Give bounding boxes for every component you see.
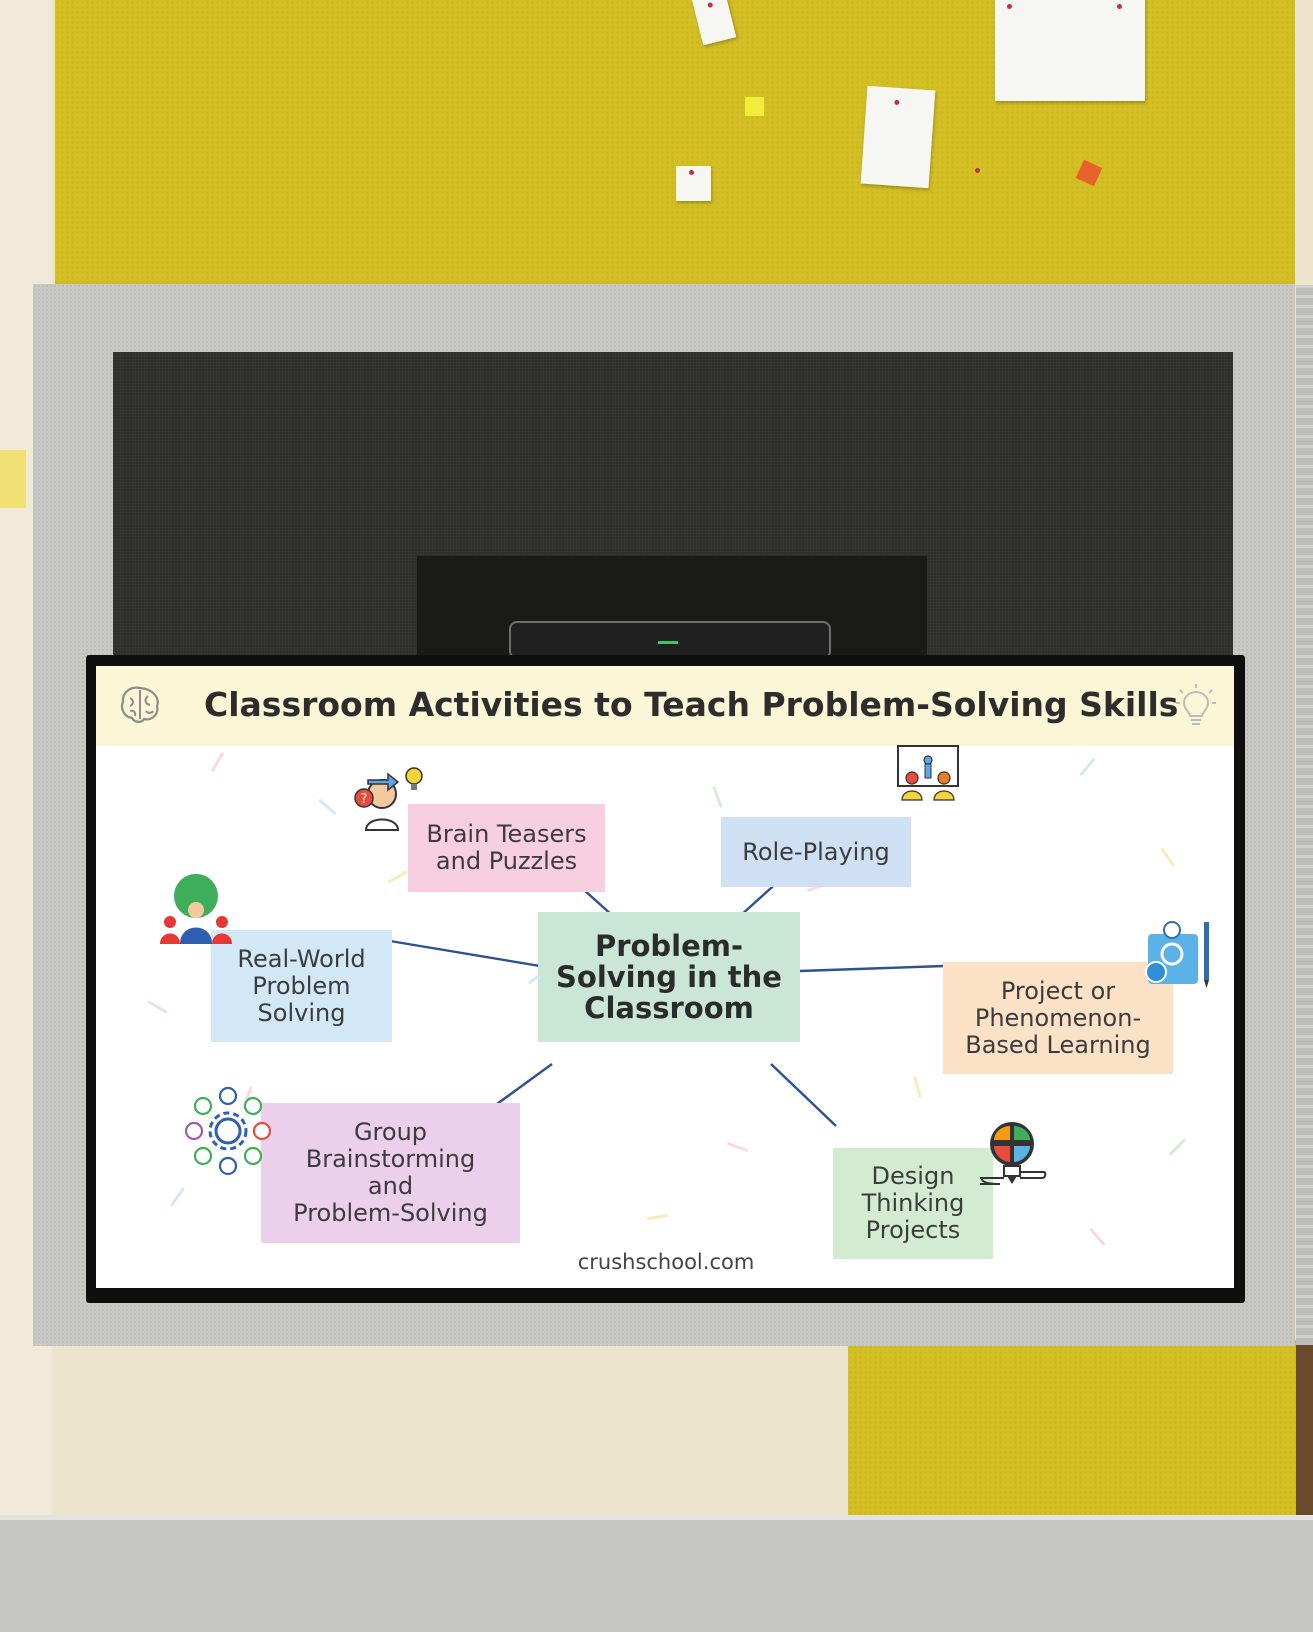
webcam-bar [509,621,831,659]
svg-text:?: ? [361,792,368,807]
slide-header [96,666,1234,746]
slide-title: Classroom Activities to Teach Problem-So… [204,685,1179,724]
pinned-note [676,166,711,201]
puzzle-bulb-icon [980,1122,1047,1185]
slat-panel [1296,285,1313,1345]
node-brain-teasers: Brain Teasers and Puzzles [408,804,605,892]
pinned-note [995,0,1145,101]
sticky-note [0,450,26,508]
presentation-audience-icon [897,745,959,801]
wood-edge [1296,1340,1313,1520]
pin [975,168,980,173]
yellow-pinboard-lower [848,1340,1296,1520]
puzzled-student-icon: ? [354,767,423,831]
pinned-note [860,85,936,189]
lightbulb-icon [1176,684,1216,725]
floor [0,1520,1313,1632]
node-role-playing: Role-Playing [721,817,911,887]
network-people-icon [184,1086,272,1176]
node-real-world: Real-World Problem Solving [211,930,392,1042]
camera-led [658,641,678,644]
footer-url: crushschool.com [577,1250,755,1274]
globe-team-icon [160,874,232,944]
node-project-phenomenon: Project or Phenomenon- Based Learning [943,962,1173,1074]
blueprint-tools-icon [1145,921,1209,988]
node-group-brainstorming: Group Brainstorming and Problem-Solving [261,1103,520,1243]
node-design-thinking: Design Thinking Projects [833,1148,993,1259]
tv-screen: Classroom Activities to Teach Problem-So… [96,666,1234,1288]
pinned-note [745,97,764,116]
brain-icon [120,686,159,723]
central-topic-node: Problem- Solving in the Classroom [538,912,800,1042]
